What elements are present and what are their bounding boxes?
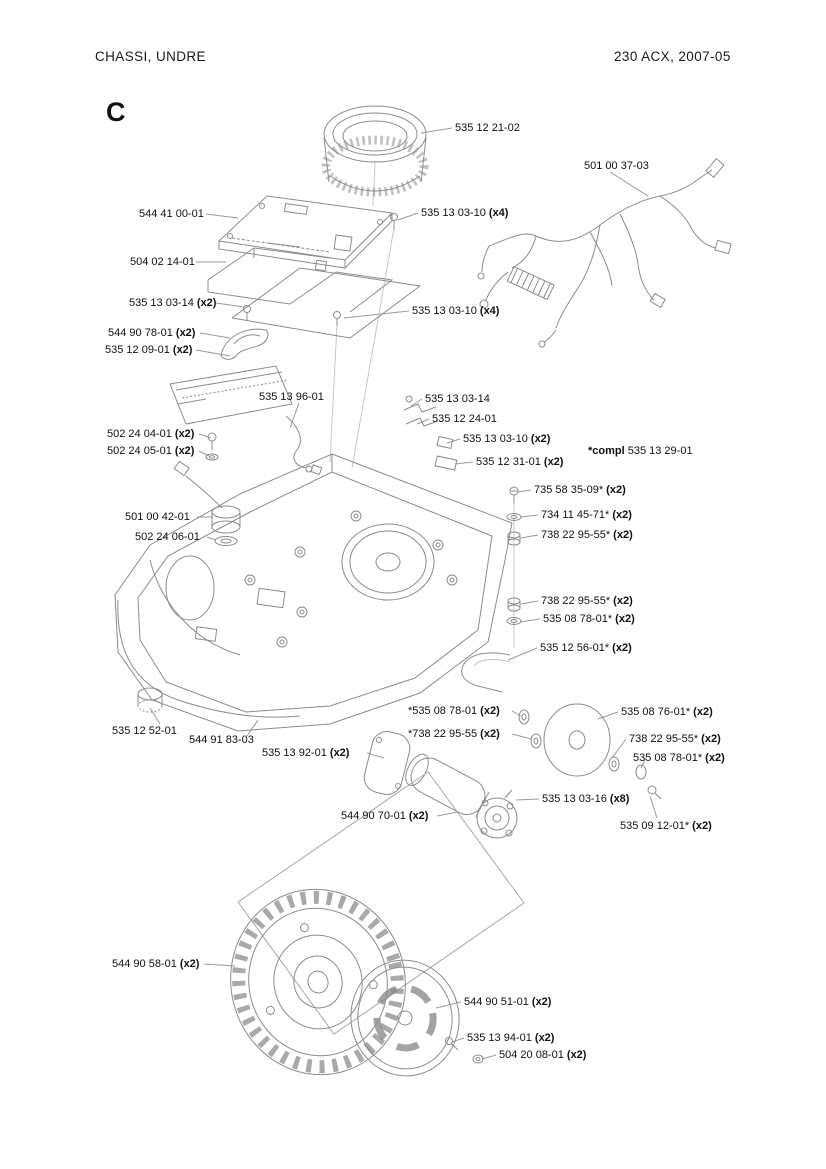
part-label: 535 08 78-01* (x2) bbox=[543, 613, 635, 625]
part-label: 544 90 51-01 (x2) bbox=[464, 996, 552, 1008]
chassis-bracket bbox=[207, 247, 394, 313]
part-label: *738 22 95-55 (x2) bbox=[408, 728, 500, 740]
part-label: 501 00 42-01 bbox=[125, 511, 190, 523]
part-label: 735 58 35-09* (x2) bbox=[534, 484, 626, 496]
ribbed-cap bbox=[321, 105, 429, 197]
fastener-column bbox=[506, 486, 522, 625]
bumper-bracket bbox=[220, 328, 269, 360]
part-label: 544 90 58-01 (x2) bbox=[112, 958, 200, 970]
part-label: 738 22 95-55* (x2) bbox=[629, 733, 721, 745]
part-label: 544 90 78-01 (x2) bbox=[108, 327, 196, 339]
mounting-panel bbox=[237, 771, 525, 1035]
caster-wheel bbox=[518, 703, 662, 800]
part-label: 734 11 45-71* (x2) bbox=[541, 509, 632, 521]
wheel-motor bbox=[405, 753, 518, 839]
part-label: *535 08 78-01 (x2) bbox=[408, 705, 500, 717]
small-brackets bbox=[403, 395, 458, 471]
part-label: 738 22 95-55* (x2) bbox=[541, 529, 633, 541]
part-label: 535 12 52-01 bbox=[112, 725, 177, 737]
section-letter: C bbox=[106, 97, 126, 127]
part-label: 535 13 03-10 (x2) bbox=[463, 433, 551, 445]
coil-sensor bbox=[173, 460, 241, 546]
page-title: CHASSI, UNDRE bbox=[95, 49, 206, 64]
drive-wheel bbox=[230, 888, 406, 1076]
part-label: 535 13 03-14 (x2) bbox=[129, 297, 217, 309]
part-label: 504 20 08-01 (x2) bbox=[499, 1049, 587, 1061]
part-label: *compl 535 13 29-01 bbox=[588, 445, 693, 457]
part-label: 544 91 83-03 bbox=[189, 734, 254, 746]
gasket bbox=[363, 731, 411, 795]
circuit-board bbox=[217, 195, 394, 272]
sensor-cable bbox=[285, 415, 323, 476]
part-label: 535 12 31-01 (x2) bbox=[476, 456, 564, 468]
bumper-strip bbox=[169, 365, 293, 425]
part-label: 502 24 04-01 (x2) bbox=[107, 428, 195, 440]
cover-plate bbox=[231, 267, 422, 339]
part-label: 535 09 12-01* (x2) bbox=[620, 820, 712, 832]
leader-lines bbox=[149, 127, 658, 1060]
chassis-body bbox=[114, 453, 513, 732]
part-label: 502 24 05-01 (x2) bbox=[107, 445, 195, 457]
part-label: 535 13 92-01 (x2) bbox=[262, 747, 350, 759]
part-label: 502 24 06-01 bbox=[135, 531, 200, 543]
part-label: 504 02 14-01 bbox=[130, 256, 195, 268]
part-label: 535 13 96-01 bbox=[259, 391, 324, 403]
part-label: 535 13 03-14 bbox=[425, 393, 490, 405]
document-reference: 230 ACX, 2007-05 bbox=[614, 49, 731, 64]
part-label: 738 22 95-55* (x2) bbox=[541, 595, 633, 607]
board-screw bbox=[390, 213, 398, 230]
part-label: 535 12 09-01 (x2) bbox=[105, 344, 193, 356]
part-label: 535 08 76-01* (x2) bbox=[621, 706, 713, 718]
part-label: 501 00 37-03 bbox=[584, 160, 649, 172]
front-axle bbox=[461, 652, 511, 693]
part-label: 544 41 00-01 bbox=[139, 208, 204, 220]
ribbed-cylinder bbox=[137, 687, 163, 713]
part-label: 535 12 24-01 bbox=[432, 413, 497, 425]
part-label: 535 08 78-01* (x2) bbox=[633, 752, 725, 764]
part-label: 535 13 94-01 (x2) bbox=[467, 1032, 555, 1044]
part-label: 544 90 70-01 (x2) bbox=[341, 810, 429, 822]
part-label: 535 13 03-10 (x4) bbox=[421, 207, 509, 219]
part-label: 535 12 56-01* (x2) bbox=[540, 642, 632, 654]
front-screw-washer bbox=[205, 432, 219, 461]
part-label: 535 13 03-16 (x8) bbox=[542, 793, 630, 805]
part-label: 535 12 21-02 bbox=[455, 122, 520, 134]
wheel-disc bbox=[350, 959, 484, 1077]
part-label: 535 13 03-10 (x4) bbox=[412, 305, 500, 317]
wiring-harness bbox=[477, 157, 732, 348]
